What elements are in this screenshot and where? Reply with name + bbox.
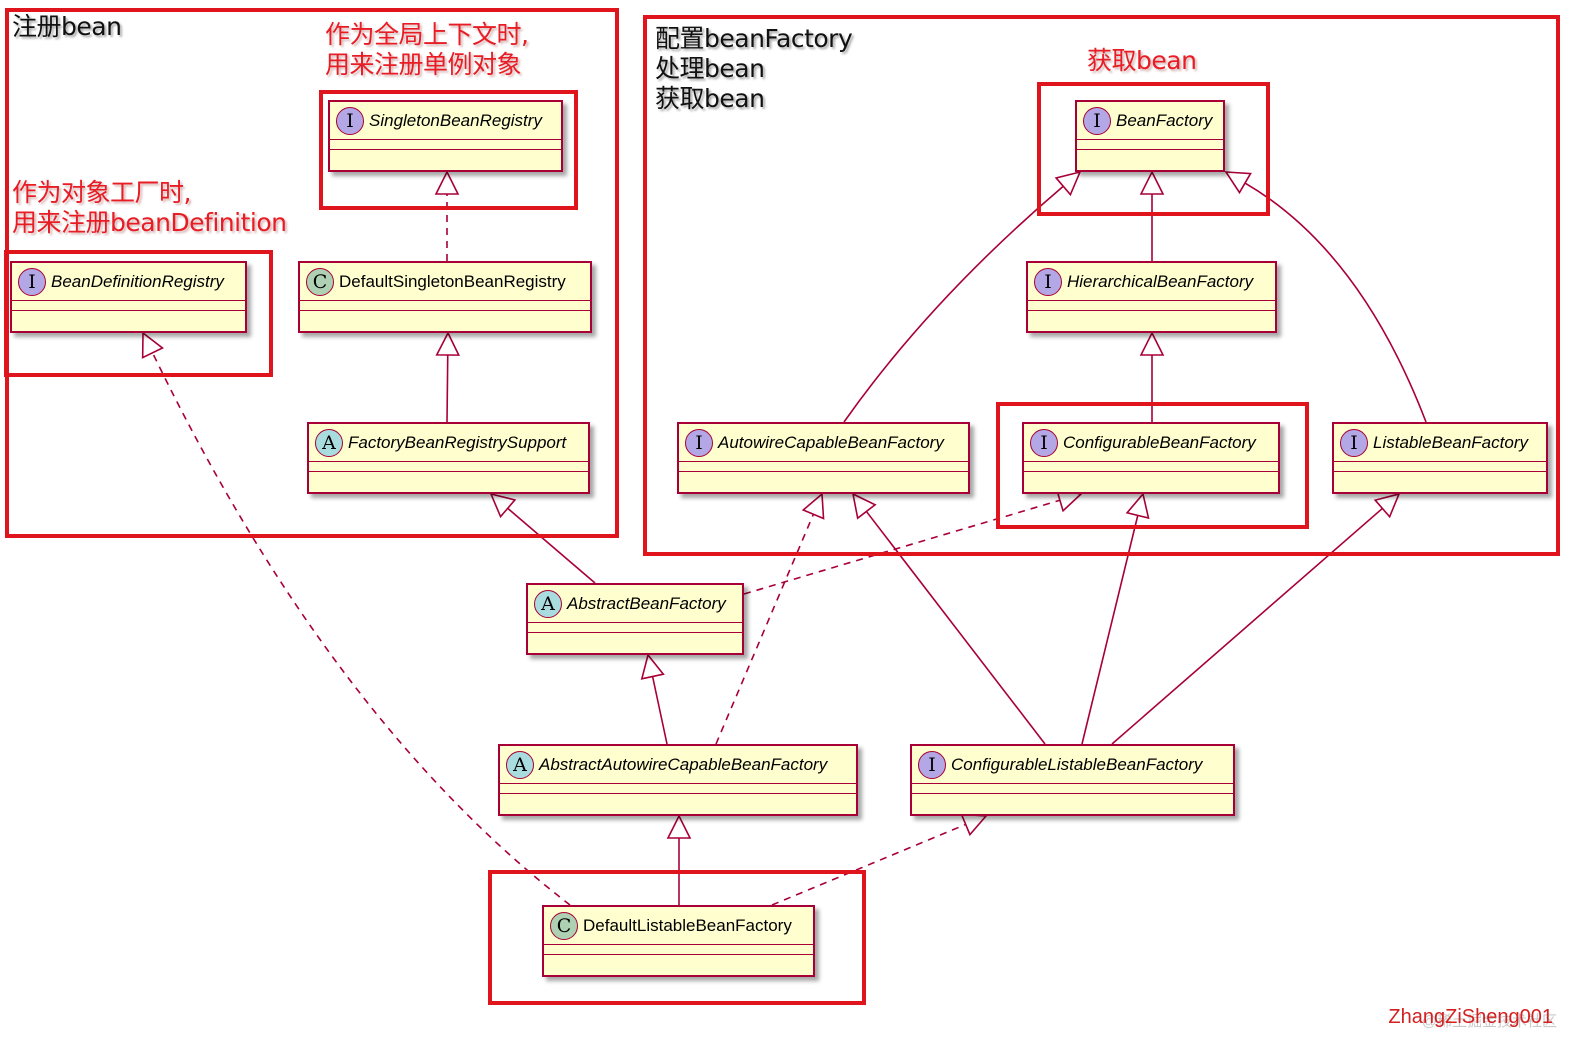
- class-name: ConfigurableBeanFactory: [1063, 432, 1256, 452]
- interface-badge-icon: I: [1340, 428, 1368, 457]
- group-title-configure-factory: 配置beanFactory 处理bean 获取bean: [655, 24, 853, 113]
- class-name: ListableBeanFactory: [1373, 432, 1528, 452]
- relation-generalization-line: [507, 507, 596, 584]
- hollow-triangle-arrow-icon: [640, 653, 665, 680]
- relation-realization-line: [771, 823, 966, 906]
- annotation-bean-definition: 作为对象工厂时, 用来注册beanDefinition: [12, 178, 287, 237]
- hollow-triangle-arrow-icon: [1125, 492, 1150, 520]
- highlight-bean-factory: [1037, 82, 1270, 216]
- class-name: BeanFactory: [1116, 110, 1213, 130]
- hollow-triangle-arrow-icon: [141, 331, 164, 359]
- class-name: HierarchicalBeanFactory: [1067, 271, 1254, 291]
- class-name: AbstractAutowireCapableBeanFactory: [539, 754, 828, 774]
- hollow-triangle-arrow-icon: [666, 814, 692, 839]
- highlight-configurable-bean-factory: [996, 402, 1309, 529]
- relation-generalization-line: [446, 354, 449, 423]
- relation-generalization-line: [865, 510, 1046, 745]
- hollow-triangle-arrow-icon: [1054, 170, 1082, 197]
- class-name: ConfigurableListableBeanFactory: [951, 754, 1203, 774]
- abstract-badge-icon: A: [315, 428, 343, 457]
- highlight-bean-definition-registry: [4, 250, 273, 377]
- hollow-triangle-arrow-icon: [1373, 492, 1401, 519]
- class-badge-icon: C: [306, 267, 334, 296]
- group-configure-factory-frame: [643, 15, 1560, 556]
- interface-badge-icon: I: [918, 750, 946, 779]
- watermark-faint: @稀土掘金技术社区: [1421, 1013, 1557, 1030]
- relation-realization-line: [151, 352, 571, 906]
- highlight-singleton-registry: [319, 90, 578, 210]
- hollow-triangle-arrow-icon: [1139, 331, 1165, 356]
- interface-badge-icon: I: [1034, 267, 1062, 296]
- class-name: FactoryBeanRegistrySupport: [348, 432, 567, 452]
- interface-badge-icon: I: [18, 267, 46, 296]
- watermark: ZhangZiSheng001: [1388, 1006, 1553, 1028]
- interface-badge-icon: I: [685, 428, 713, 457]
- class-name: BeanDefinitionRegistry: [51, 271, 224, 291]
- highlight-default-listable-bean-factory: [488, 870, 866, 1005]
- class-name: DefaultSingletonBeanRegistry: [339, 271, 566, 291]
- hollow-triangle-arrow-icon: [851, 492, 877, 520]
- relation-realization-line: [743, 499, 1061, 595]
- class-badge-icon: C: [550, 911, 578, 940]
- abstract-badge-icon: A: [506, 750, 534, 779]
- hollow-triangle-arrow-icon: [1139, 170, 1165, 195]
- relation-generalization-line: [651, 676, 668, 745]
- interface-badge-icon: I: [1030, 428, 1058, 457]
- interface-badge-icon: I: [1083, 106, 1111, 135]
- class-name: DefaultListableBeanFactory: [583, 915, 792, 935]
- hollow-triangle-arrow-icon: [434, 170, 460, 195]
- class-name: SingletonBeanRegistry: [369, 110, 542, 130]
- relation-realization-line: [715, 513, 815, 745]
- hollow-triangle-arrow-icon: [489, 492, 517, 519]
- class-name: AbstractBeanFactory: [567, 593, 726, 613]
- group-title-register-bean: 注册bean: [12, 12, 122, 41]
- hollow-triangle-arrow-icon: [435, 331, 461, 356]
- annotation-get-bean: 获取bean: [1087, 46, 1197, 75]
- hollow-triangle-arrow-icon: [1224, 171, 1252, 195]
- annotation-singleton: 作为全局上下文时, 用来注册单例对象: [325, 20, 529, 79]
- relation-generalization-line: [1244, 182, 1427, 423]
- class-name: AutowireCapableBeanFactory: [718, 432, 944, 452]
- interface-badge-icon: I: [336, 106, 364, 135]
- hollow-triangle-arrow-icon: [960, 813, 988, 837]
- relation-generalization-line: [843, 185, 1064, 423]
- relation-generalization-line: [1111, 507, 1383, 745]
- abstract-badge-icon: A: [534, 589, 562, 618]
- hollow-triangle-arrow-icon: [801, 492, 825, 520]
